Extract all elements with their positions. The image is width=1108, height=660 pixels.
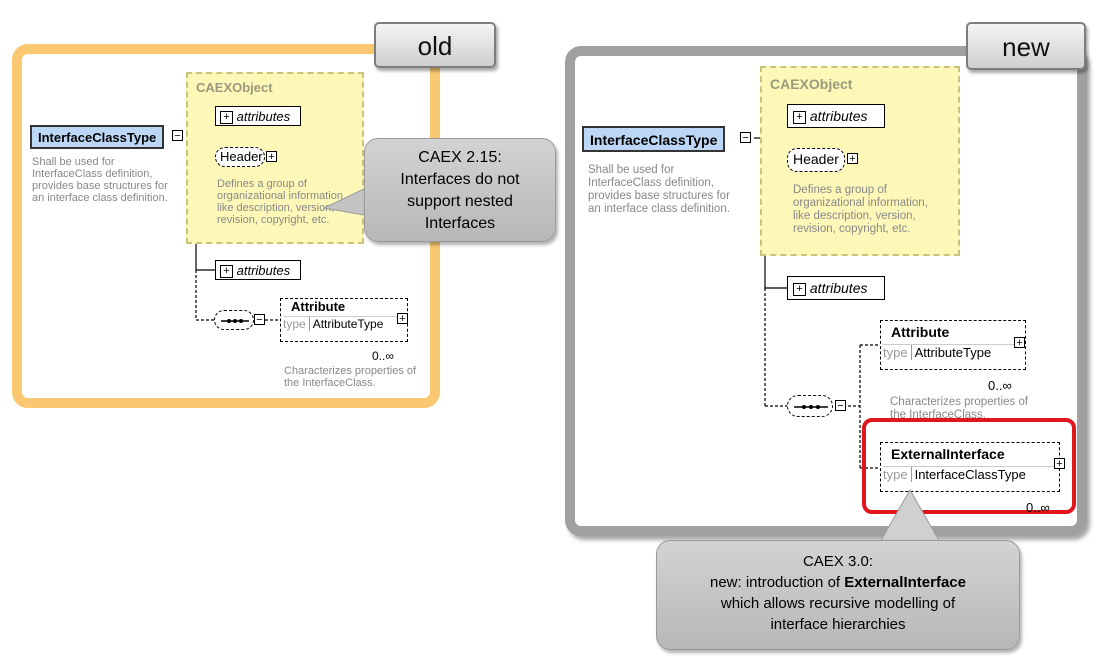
old-header-expand-icon[interactable]: +	[266, 151, 277, 163]
external-interface-highlight	[862, 418, 1076, 514]
expand-icon[interactable]: +	[220, 111, 233, 125]
new-root-element[interactable]: InterfaceClassType	[582, 126, 726, 152]
new-header-description: Defines a group of organizational inform…	[793, 184, 928, 235]
new-attribute-name: Attribute	[891, 324, 950, 340]
new-attribute-expand-icon[interactable]: +	[1014, 337, 1025, 349]
new-external-interface-name: ExternalInterface	[891, 446, 1005, 462]
new-attributes-group-1[interactable]: + attributes	[787, 104, 885, 128]
new-external-interface-occurrence: 0..∞	[1026, 500, 1050, 515]
sequence-icon	[221, 319, 249, 323]
new-callout: CAEX 3.0: new: introduction of ExternalI…	[656, 540, 1020, 650]
old-sequence-icon	[214, 310, 254, 330]
new-root-description: Shall be used for InterfaceClass definit…	[588, 164, 730, 215]
new-attributes-group-2[interactable]: + attributes	[787, 276, 885, 300]
old-group-title: CAEXObject	[196, 80, 273, 95]
old-attributes-group-1[interactable]: + attributes	[215, 106, 301, 126]
old-callout: CAEX 2.15: Interfaces do not support nes…	[364, 138, 556, 242]
new-attribute-occurrence: 0..∞	[988, 378, 1012, 393]
new-header-element[interactable]: Header	[787, 148, 845, 172]
old-root-description: Shall be used for InterfaceClass definit…	[32, 156, 168, 204]
new-external-interface-expand-icon[interactable]: +	[1054, 458, 1065, 470]
sequence-icon	[794, 405, 828, 409]
old-root-element[interactable]: InterfaceClassType	[30, 125, 165, 149]
old-root-label: InterfaceClassType	[38, 130, 157, 145]
new-callout-line2: new: introduction of ExternalInterface	[710, 574, 966, 591]
new-sequence-collapse-icon[interactable]: −	[835, 400, 846, 412]
old-tab-label: old	[374, 22, 496, 68]
old-attribute-description: Characterizes properties of the Interfac…	[284, 365, 417, 389]
new-root-label: InterfaceClassType	[590, 132, 718, 148]
old-attributes-group-2[interactable]: + attributes	[215, 260, 301, 280]
new-root-collapse-icon[interactable]: −	[740, 132, 751, 144]
new-sequence-icon	[787, 395, 833, 417]
old-header-element[interactable]: Header	[215, 147, 265, 167]
old-root-collapse-icon[interactable]: −	[172, 130, 183, 142]
expand-icon[interactable]: +	[220, 265, 233, 279]
new-group-title: CAEXObject	[770, 76, 853, 92]
new-callout-pointer	[879, 488, 941, 543]
new-tab-label: new	[966, 22, 1086, 70]
old-attribute-name: Attribute	[291, 299, 346, 314]
old-attribute-occurrence: 0..∞	[372, 349, 394, 363]
old-sequence-collapse-icon[interactable]: −	[254, 314, 265, 326]
expand-icon[interactable]: +	[793, 282, 806, 296]
old-header-description: Defines a group of organizational inform…	[217, 178, 347, 226]
old-attribute-expand-icon[interactable]: +	[397, 313, 408, 325]
new-header-expand-icon[interactable]: +	[847, 153, 858, 165]
expand-icon[interactable]: +	[793, 110, 806, 124]
new-caexobject-group: CAEXObject	[760, 66, 960, 256]
